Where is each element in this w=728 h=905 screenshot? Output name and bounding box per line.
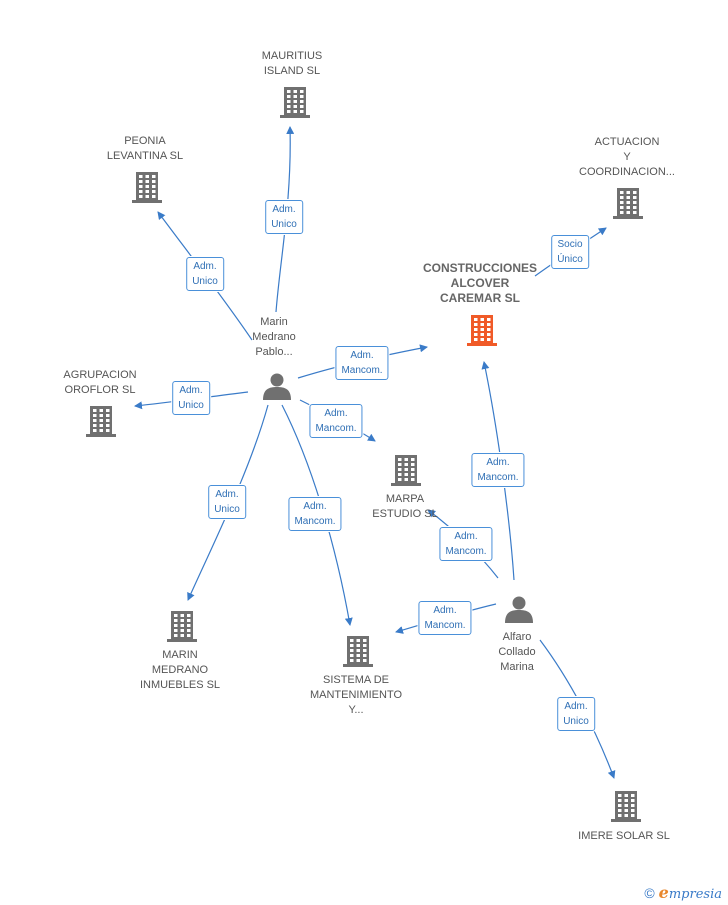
building-icon-actuacion[interactable] [613, 188, 643, 219]
node-label-line: CAREMAR SL [439, 291, 520, 305]
node-label-line: Marin [260, 316, 288, 328]
node-label-marpa[interactable]: MARPA ESTUDIO SL [372, 492, 437, 522]
node-label-mauritius[interactable]: MAURITIUS ISLAND SL [262, 49, 323, 79]
node-label-line: MARPA [385, 493, 425, 505]
role-label-line: Adm. [272, 204, 296, 215]
role-label-line: Adm. [179, 385, 203, 396]
node-label-line: AGRUPACION [63, 369, 137, 381]
node-label-line: ISLAND SL [263, 65, 321, 77]
role-label-alfaro-to-imere[interactable]: Adm. Unico [557, 697, 595, 731]
building-icon-imere[interactable] [611, 791, 641, 822]
node-label-marin_inmuebles[interactable]: MARIN MEDRANO INMUEBLES SL [140, 648, 220, 693]
role-label-marin_person-to-construcciones[interactable]: Adm. Mancom. [335, 346, 389, 380]
building-icon-agrupacion[interactable] [86, 406, 116, 437]
node-label-line: MEDRANO [151, 664, 209, 676]
node-label-line: Y [623, 151, 631, 163]
role-label-line: Socio [557, 239, 583, 250]
node-label-line: COORDINACION... [579, 166, 675, 178]
brand-logo-initial: e [658, 883, 669, 902]
node-label-imere[interactable]: IMERE SOLAR SL [578, 829, 670, 844]
node-label-peonia[interactable]: PEONIA LEVANTINA SL [107, 134, 183, 164]
building-icon-peonia[interactable] [132, 172, 162, 203]
node-label-line: CONSTRUCCIONES [422, 261, 538, 275]
building-icon-construcciones[interactable] [467, 315, 497, 346]
node-label-line: Alfaro [502, 631, 532, 643]
node-label-line: INMUEBLES SL [139, 679, 221, 691]
role-label-marin_person-to-peonia[interactable]: Adm. Unico [186, 257, 224, 291]
node-label-line: MANTENIMIENTO [309, 689, 403, 701]
node-label-line: PEONIA [124, 135, 166, 147]
role-label-alfaro-to-marpa[interactable]: Adm. Mancom. [439, 527, 493, 561]
role-label-alfaro-to-sistema[interactable]: Adm. Mancom. [418, 601, 472, 635]
role-label-line: Unico [214, 504, 240, 515]
role-label-line: Unico [178, 400, 204, 411]
role-label-line: Unico [192, 276, 218, 287]
role-label-line: Mancom. [477, 472, 519, 483]
node-label-line: Marina [500, 661, 534, 673]
node-label-line: LEVANTINA SL [106, 150, 184, 162]
node-label-line: MAURITIUS [261, 50, 323, 62]
role-label-line: Adm. [303, 501, 327, 512]
node-label-line: ALCOVER [450, 276, 510, 290]
node-label-line: ACTUACION [594, 136, 660, 148]
node-label-line: Medrano [252, 331, 296, 343]
role-label-line: Adm. [215, 489, 239, 500]
role-label-marin_person-to-mauritius[interactable]: Adm. Unico [265, 200, 303, 234]
role-label-marin_person-to-agrupacion[interactable]: Adm. Unico [172, 381, 210, 415]
role-label-line: Adm. [324, 408, 348, 419]
role-label-line: Mancom. [315, 423, 357, 434]
node-label-agrupacion[interactable]: AGRUPACION OROFLOR SL [63, 368, 136, 398]
role-label-line: Adm. [486, 457, 510, 468]
node-label-actuacion[interactable]: ACTUACION Y COORDINACION... [579, 135, 675, 180]
role-label-line: Adm. [454, 531, 478, 542]
brand-footer: ©empresia [644, 883, 722, 902]
role-label-line: Único [557, 254, 583, 265]
role-label-alfaro-to-construcciones[interactable]: Adm. Mancom. [471, 453, 525, 487]
person-icon-marin_person[interactable] [263, 373, 291, 401]
role-label-line: Unico [563, 716, 589, 727]
role-label-line: Adm. [350, 350, 374, 361]
role-label-line: Adm. [193, 261, 217, 272]
role-label-marin_person-to-marin_inmuebles[interactable]: Adm. Unico [208, 485, 246, 519]
role-label-line: Mancom. [445, 546, 487, 557]
node-label-line: Y... [348, 704, 364, 716]
node-label-line: IMERE SOLAR SL [578, 830, 670, 842]
role-label-line: Mancom. [294, 516, 336, 527]
node-label-sistema[interactable]: SISTEMA DE MANTENIMIENTO Y... [310, 673, 402, 718]
brand-logo-text: mpresia [668, 887, 722, 902]
node-label-line: MARIN [162, 649, 198, 661]
node-label-line: Pablo... [255, 346, 293, 358]
role-label-line: Adm. [433, 605, 457, 616]
role-label-line: Unico [271, 219, 297, 230]
building-icon-marin_inmuebles[interactable] [167, 611, 197, 642]
building-icon-mauritius[interactable] [280, 87, 310, 118]
building-icon-marpa[interactable] [391, 455, 421, 486]
node-label-line: ESTUDIO SL [372, 508, 438, 520]
role-label-line: Adm. [564, 701, 588, 712]
building-icon-sistema[interactable] [343, 636, 373, 667]
node-label-line: Collado [498, 646, 536, 658]
person-icon-alfaro[interactable] [505, 596, 533, 624]
copyright-icon: © [644, 885, 655, 901]
role-label-line: Mancom. [424, 620, 466, 631]
role-label-marin_person-to-sistema[interactable]: Adm. Mancom. [288, 497, 342, 531]
role-label-marin_person-to-marpa[interactable]: Adm. Mancom. [309, 404, 363, 438]
role-label-line: Mancom. [341, 365, 383, 376]
node-label-line: SISTEMA DE [322, 674, 390, 686]
node-label-line: OROFLOR SL [64, 384, 136, 396]
